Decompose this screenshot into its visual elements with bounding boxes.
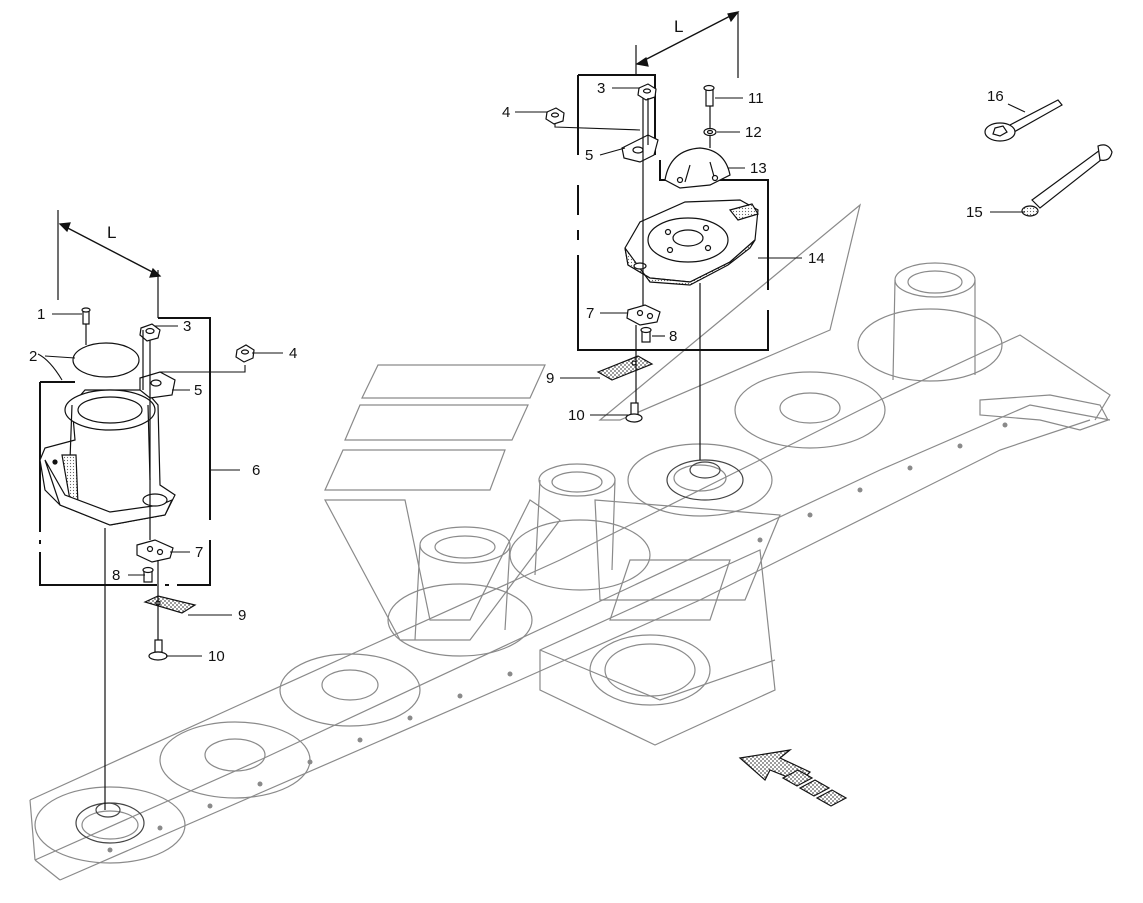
callout-11: 11 [748,90,764,107]
plate-5-left [139,371,176,399]
callout-16: 16 [987,88,1004,105]
callout-8-right: 8 [669,328,677,345]
callout-14: 14 [808,250,825,267]
callout-6: 6 [252,462,260,479]
callout-5-right: 5 [585,147,593,164]
callout-8-left: 8 [112,567,120,584]
callout-10-right: 10 [568,407,585,424]
callout-leaders [37,87,1026,657]
nut-3-left [139,323,161,342]
callout-15: 15 [966,204,983,221]
screw-10-left [148,639,168,661]
callout-9-left: 9 [238,607,246,624]
dimension-label-left: L [107,223,116,242]
watermark-logo [323,203,862,641]
callout-4-right: 4 [502,104,510,121]
nut-3-right [637,83,657,101]
callout-10-left: 10 [208,648,225,665]
callout-3-left: 3 [183,318,191,335]
bolt-11 [703,84,715,107]
callout-4-left: 4 [289,345,297,362]
callout-3-right: 3 [597,80,605,97]
callout-9-right: 9 [546,370,554,387]
screw-10-right [625,402,643,423]
callout-numbers: L L 1 2 3 4 5 6 7 8 9 10 3 4 5 7 8 9 10 … [29,17,1004,665]
plate-7-right [626,304,661,326]
dimension-label-right: L [674,17,683,36]
socket-key-icon [984,99,1063,142]
callout-5-left: 5 [194,382,202,399]
direction-arrow-icon [738,749,848,807]
left-assembly [39,210,255,810]
bolt-8-right [640,326,652,343]
nut-4-right [545,107,565,125]
gasket-ring [72,342,140,378]
right-assembly [545,11,769,460]
cutting-disc [624,199,759,286]
callout-2: 2 [29,348,37,365]
bolt-8-left [142,566,154,583]
bolt-1 [81,307,91,325]
cap-13 [664,147,731,189]
plate-7-left [136,539,174,563]
nut-4-left [235,344,255,363]
callout-13: 13 [750,160,767,177]
drum-housing [39,389,176,526]
washer-12 [703,127,717,137]
plate-5-right [621,134,659,163]
callout-7-right: 7 [586,305,594,322]
callout-7-left: 7 [195,544,203,561]
callout-12: 12 [745,124,762,141]
blade-9-left [143,595,197,614]
callout-1: 1 [37,306,45,323]
wrench-icon [1021,144,1113,217]
cutter-bar-background [29,262,1111,881]
blade-9-right [596,355,654,381]
